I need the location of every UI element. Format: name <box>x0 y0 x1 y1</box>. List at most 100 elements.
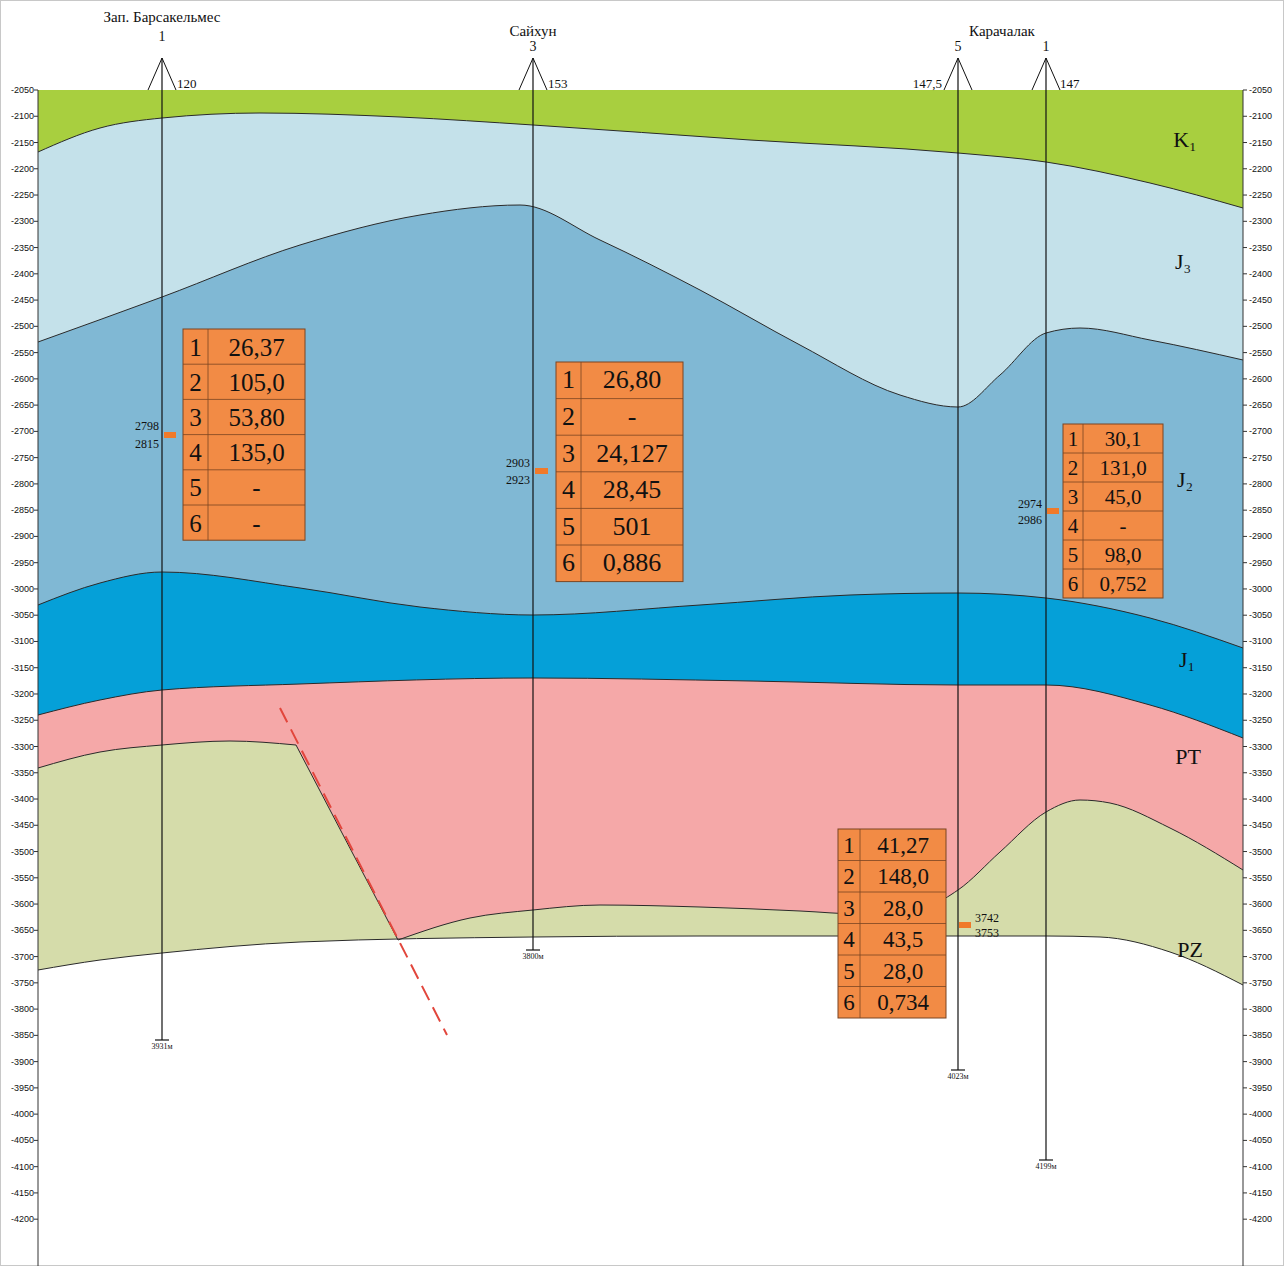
table-value: 0,734 <box>877 991 929 1014</box>
axis-tick <box>34 1061 38 1062</box>
table-row-number: 5 <box>189 475 202 500</box>
depth-mark: -3900 <box>1249 1057 1272 1066</box>
depth-mark: -3400 <box>11 795 34 804</box>
depth-mark: -3050 <box>11 611 34 620</box>
depth-mark: -2650 <box>1249 401 1272 410</box>
depth-mark: -4050 <box>11 1136 34 1145</box>
stratum-index: PT <box>1175 746 1201 768</box>
depth-mark: -4000 <box>1249 1110 1272 1119</box>
table-value: 41,27 <box>877 833 929 856</box>
depth-mark: -2450 <box>11 296 34 305</box>
axis-tick <box>1243 510 1247 511</box>
table-row-number: 5 <box>843 959 855 982</box>
axis-tick <box>34 195 38 196</box>
depth-mark: -2150 <box>1249 138 1272 147</box>
table-value: 0,752 <box>1099 573 1146 594</box>
depth-axis <box>1243 90 1244 1266</box>
axis-tick <box>34 615 38 616</box>
table-row-number: 5 <box>1068 544 1079 565</box>
axis-tick <box>34 142 38 143</box>
depth-mark: -2400 <box>1249 269 1272 278</box>
table-row-number: 2 <box>1068 457 1079 478</box>
axis-tick <box>34 1166 38 1167</box>
table-value: 131,0 <box>1099 457 1146 478</box>
depth-mark: -2950 <box>11 558 34 567</box>
axis-tick <box>34 562 38 563</box>
depth-mark: -2250 <box>1249 191 1272 200</box>
depth-mark: -2450 <box>1249 296 1272 305</box>
test-interval <box>535 468 548 474</box>
test-table <box>556 362 683 582</box>
depth-mark: -3450 <box>1249 821 1272 830</box>
depth-mark: -2350 <box>11 243 34 252</box>
depth-mark: -3050 <box>1249 611 1272 620</box>
table-value: - <box>252 510 260 535</box>
axis-tick <box>1243 168 1247 169</box>
axis-tick <box>34 720 38 721</box>
depth-mark: -2350 <box>1249 243 1272 252</box>
depth-mark: -3700 <box>1249 952 1272 961</box>
stratum-index: J₁ <box>1179 649 1195 671</box>
axis-tick <box>1243 247 1247 248</box>
axis-tick <box>1243 352 1247 353</box>
depth-mark: -3500 <box>1249 847 1272 856</box>
depth-mark: -3350 <box>11 768 34 777</box>
depth-mark: -2850 <box>1249 506 1272 515</box>
axis-tick <box>34 378 38 379</box>
depth-mark: -2250 <box>11 191 34 200</box>
axis-tick <box>1243 1114 1247 1115</box>
table-value: 28,45 <box>603 477 662 503</box>
axis-tick <box>34 483 38 484</box>
well-total-depth: 4199м <box>1035 1163 1056 1171</box>
axis-tick <box>34 1009 38 1010</box>
depth-mark: -2200 <box>1249 164 1272 173</box>
well-area-name: Зап. Барсакельмес <box>104 10 221 25</box>
well-bottom <box>526 949 540 950</box>
depth-mark: -2600 <box>1249 374 1272 383</box>
interval-depth: 3742 <box>975 912 999 924</box>
depth-mark: -2600 <box>11 374 34 383</box>
well-bore <box>957 58 958 1070</box>
table-row-number: 4 <box>1068 515 1079 536</box>
depth-mark: -2100 <box>11 112 34 121</box>
axis-tick <box>34 300 38 301</box>
depth-mark: -3850 <box>11 1031 34 1040</box>
table-value: 28,0 <box>883 959 923 982</box>
depth-mark: -2300 <box>11 217 34 226</box>
axis-tick <box>1243 536 1247 537</box>
interval-depth: 2903 <box>506 457 530 469</box>
well-bottom <box>1039 1159 1053 1160</box>
depth-mark: -4000 <box>11 1110 34 1119</box>
well-number: 3 <box>530 40 537 54</box>
table-row-number: 3 <box>843 896 855 919</box>
depth-mark: -3150 <box>11 663 34 672</box>
axis-tick <box>34 352 38 353</box>
axis-tick <box>1243 1061 1247 1062</box>
depth-mark: -4050 <box>1249 1136 1272 1145</box>
axis-tick <box>34 1140 38 1141</box>
depth-mark: -4100 <box>1249 1162 1272 1171</box>
interval-depth: 2923 <box>506 474 530 486</box>
depth-axis <box>38 90 39 1266</box>
well-altitude: 147 <box>1060 77 1080 90</box>
axis-tick <box>34 116 38 117</box>
axis-tick <box>1243 982 1247 983</box>
well-number: 5 <box>955 40 962 54</box>
axis-tick <box>1243 799 1247 800</box>
table-row-number: 2 <box>843 865 855 888</box>
axis-tick <box>34 457 38 458</box>
depth-mark: -4100 <box>11 1162 34 1171</box>
axis-tick <box>1243 693 1247 694</box>
axis-tick <box>34 956 38 957</box>
depth-mark: -3150 <box>1249 663 1272 672</box>
table-value: - <box>1120 515 1127 536</box>
well-total-depth: 4023м <box>947 1073 968 1081</box>
axis-tick <box>1243 562 1247 563</box>
axis-tick <box>1243 667 1247 668</box>
table-row-number: 6 <box>1068 573 1079 594</box>
interval-depth: 2798 <box>135 420 159 432</box>
axis-tick <box>1243 615 1247 616</box>
axis-tick <box>34 1035 38 1036</box>
depth-mark: -3100 <box>11 637 34 646</box>
